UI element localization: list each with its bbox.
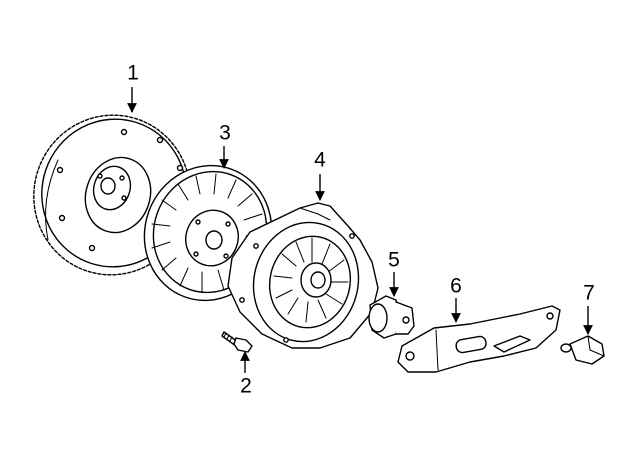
pressure-plate-part[interactable] [227, 202, 379, 353]
callout-1: 1 [127, 62, 139, 85]
callout-2: 2 [240, 375, 252, 398]
leader-lines [127, 87, 593, 373]
callout-4: 4 [314, 149, 326, 172]
bolt-part[interactable] [221, 331, 253, 353]
pivot-part[interactable] [560, 335, 605, 365]
release-bearing-part[interactable] [368, 295, 415, 339]
callout-5: 5 [388, 249, 400, 272]
callout-3: 3 [219, 122, 231, 145]
callout-7: 7 [583, 282, 595, 305]
release-fork-part[interactable] [397, 305, 561, 373]
callout-6: 6 [450, 275, 462, 298]
clutch-disc-part[interactable] [126, 148, 291, 319]
